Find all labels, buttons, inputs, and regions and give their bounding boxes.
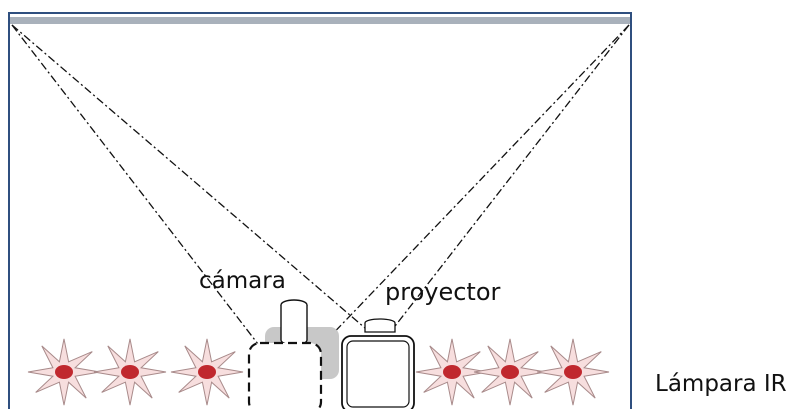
camera-lens <box>280 305 308 346</box>
projector-ray-left <box>11 24 366 329</box>
projector-body-outer <box>341 335 415 409</box>
ir-lamps <box>27 338 610 406</box>
ir-lamp-center <box>55 365 73 379</box>
ir-lamp-center <box>198 365 216 379</box>
projector-rays <box>11 24 630 331</box>
projector-icon <box>341 318 415 409</box>
projector-ray-right <box>391 24 630 331</box>
ir-lamp-center <box>501 365 519 379</box>
ir-lamp-center <box>564 365 582 379</box>
camera-ray-left <box>11 24 259 345</box>
projector-lens <box>364 323 396 333</box>
camera-ray-right <box>322 24 630 345</box>
camera-view-rays <box>11 24 630 345</box>
camera-icon <box>247 299 339 409</box>
ir-lamp-label: Lámpara IR <box>655 371 787 397</box>
ir-lamp-center <box>443 365 461 379</box>
projector-body-inner <box>346 340 410 408</box>
ir-lamp-center <box>121 365 139 379</box>
projector-label: proyector <box>385 278 501 306</box>
camera-body <box>247 341 323 409</box>
camera-label: cámara <box>199 268 286 294</box>
projection-screen <box>10 17 630 24</box>
room-frame <box>8 12 632 409</box>
